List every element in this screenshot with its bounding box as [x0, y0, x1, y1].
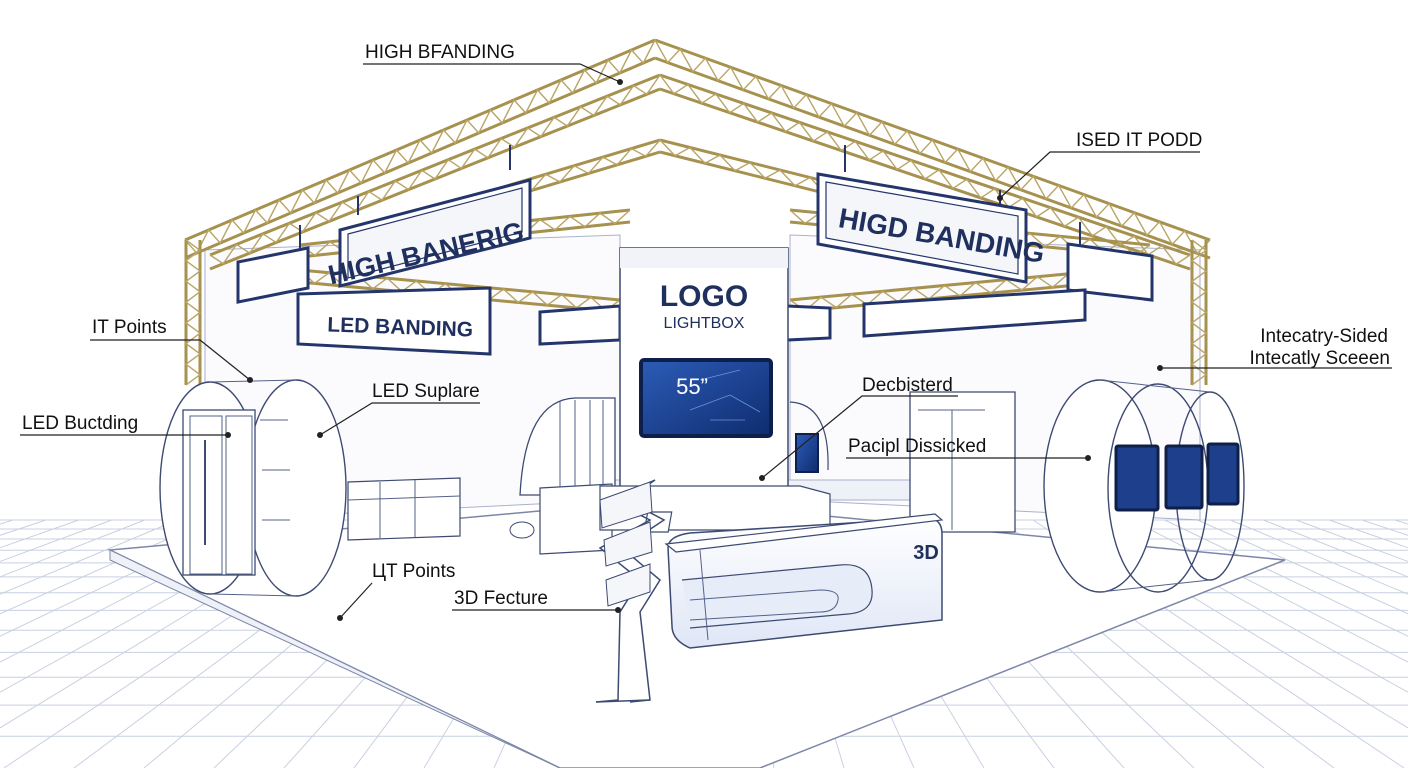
label-it-points: IT Points [92, 317, 167, 338]
callout-high-branding: HIGH BFANDING [363, 42, 623, 85]
label-led-buctding: LED Buctding [22, 413, 138, 434]
led-banding-sign: LED BANDING [296, 286, 492, 356]
side-screen-1 [1114, 444, 1160, 512]
callout-it-points: IT Points [90, 317, 253, 383]
label-decbisterd: Decbisterd [862, 375, 953, 396]
label-intecatry-line2: Intecatly Sceeen [1250, 348, 1390, 369]
brochure-stand [595, 479, 666, 703]
right-high-banner: HIGD BANDING [816, 145, 1047, 284]
led-banding-text: LED BANDING [327, 313, 474, 341]
label-led-suplare: LED Suplare [372, 381, 480, 402]
annotations: HIGH BFANDING ISED IT PODD IT Points LED… [20, 42, 1392, 621]
callout-decbisterd: Decbisterd [759, 375, 958, 481]
lightbox-text: LIGHTBOX [664, 315, 745, 332]
left-cylinder-structure [159, 379, 347, 597]
tv-55-screen [639, 358, 773, 438]
counter-3d-text: 3D [913, 542, 939, 564]
label-ised-it-podd: ISED IT PODD [1076, 130, 1202, 151]
label-pacipl-dissicked: Pacipl Dissicked [848, 436, 986, 457]
callout-3d-fecture: 3D Fecture [452, 588, 621, 613]
logo-text: LOGO [660, 280, 748, 313]
tv-network-graphic [689, 369, 761, 421]
curved-wall-left [519, 397, 616, 496]
label-intecatry-line1: Intecatry-Sided [1260, 326, 1388, 347]
small-panel-left [236, 225, 310, 304]
callout-led-buctding: LED Buctding [20, 413, 231, 438]
shelf-unit-left [347, 477, 461, 541]
label-high-branding: HIGH BFANDING [365, 42, 515, 63]
callout-ut-points: ЦT Points [337, 561, 455, 621]
tv-size-text: 55” [676, 374, 708, 399]
right-cabinet [909, 391, 1016, 533]
callout-intecatry-screen: Intecatry-Sided Intecatly Sceeen [1157, 326, 1392, 371]
logo-lightbox-tower: LOGO LIGHTBOX 55” [619, 247, 789, 489]
label-ut-points: ЦT Points [372, 561, 455, 582]
side-screen-2 [1164, 444, 1204, 510]
right-cylinder-structure [1043, 379, 1245, 593]
callout-pacipl-dissicked: Pacipl Dissicked [846, 436, 1091, 461]
reception-counter: 3D [643, 511, 944, 649]
label-3d-fecture: 3D Fecture [454, 588, 548, 609]
small-panel-right [862, 222, 1154, 338]
callout-ised-it-podd: ISED IT PODD [997, 130, 1202, 201]
callout-led-suplare: LED Suplare [317, 381, 480, 438]
booth-platform-edge [109, 549, 561, 769]
side-screen-3 [1206, 442, 1240, 506]
